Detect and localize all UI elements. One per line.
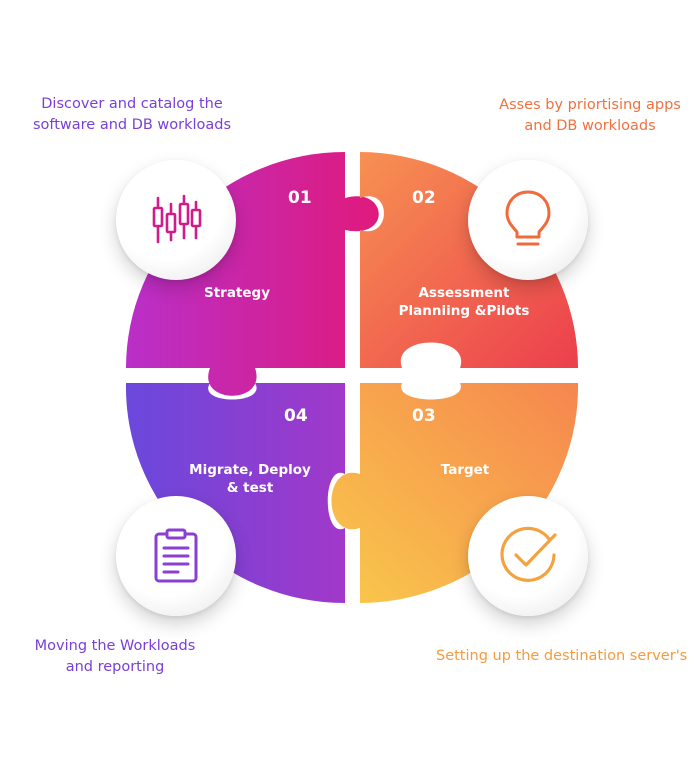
caption-line: Setting up the destination server's xyxy=(436,648,688,664)
label-line: & test xyxy=(226,480,274,496)
caption-strategy: Discover and catalog the software and DB… xyxy=(27,94,237,136)
step-number-02: 02 xyxy=(412,188,436,208)
label-line: Assessment xyxy=(418,285,510,301)
caption-line: and DB workloads xyxy=(524,118,656,134)
piece-label-strategy: Strategy xyxy=(187,284,287,302)
label-line: Strategy xyxy=(203,285,271,301)
step-number-01: 01 xyxy=(288,188,312,208)
caption-line: and reporting xyxy=(65,659,165,675)
clipboard-icon xyxy=(154,528,198,583)
candlestick-chart-icon xyxy=(152,194,202,244)
label-line: Migrate, Deploy xyxy=(189,462,311,478)
step-number-03: 03 xyxy=(412,406,436,426)
caption-line: software and DB workloads xyxy=(32,117,232,133)
label-line: Target xyxy=(440,462,490,478)
caption-line: Moving the Workloads xyxy=(34,638,196,654)
badge-migrate xyxy=(116,496,236,616)
piece-label-assessment: Assessment Planniing &Pilots xyxy=(384,284,544,320)
step-number-04: 04 xyxy=(284,406,308,426)
puzzle-piece-migrate xyxy=(125,383,345,603)
caption-target: Setting up the destination server's xyxy=(436,646,688,667)
badge-assessment xyxy=(468,160,588,280)
puzzle-piece-assessment xyxy=(360,152,578,368)
caption-line: Asses by priortising apps xyxy=(499,97,681,113)
piece-label-target: Target xyxy=(420,461,510,479)
puzzle-piece-strategy xyxy=(126,152,379,396)
caption-assessment: Asses by priortising apps and DB workloa… xyxy=(490,95,690,137)
piece-label-migrate: Migrate, Deploy & test xyxy=(174,461,326,497)
caption-migrate: Moving the Workloads and reporting xyxy=(30,636,200,678)
caption-line: Discover and catalog the xyxy=(41,96,223,112)
checkmark-circle-icon xyxy=(500,526,557,582)
label-line: Planniing &Pilots xyxy=(398,303,530,319)
lightbulb-icon xyxy=(505,190,551,246)
badge-strategy xyxy=(116,160,236,280)
badge-target xyxy=(468,496,588,616)
puzzle-piece-target xyxy=(331,383,579,603)
